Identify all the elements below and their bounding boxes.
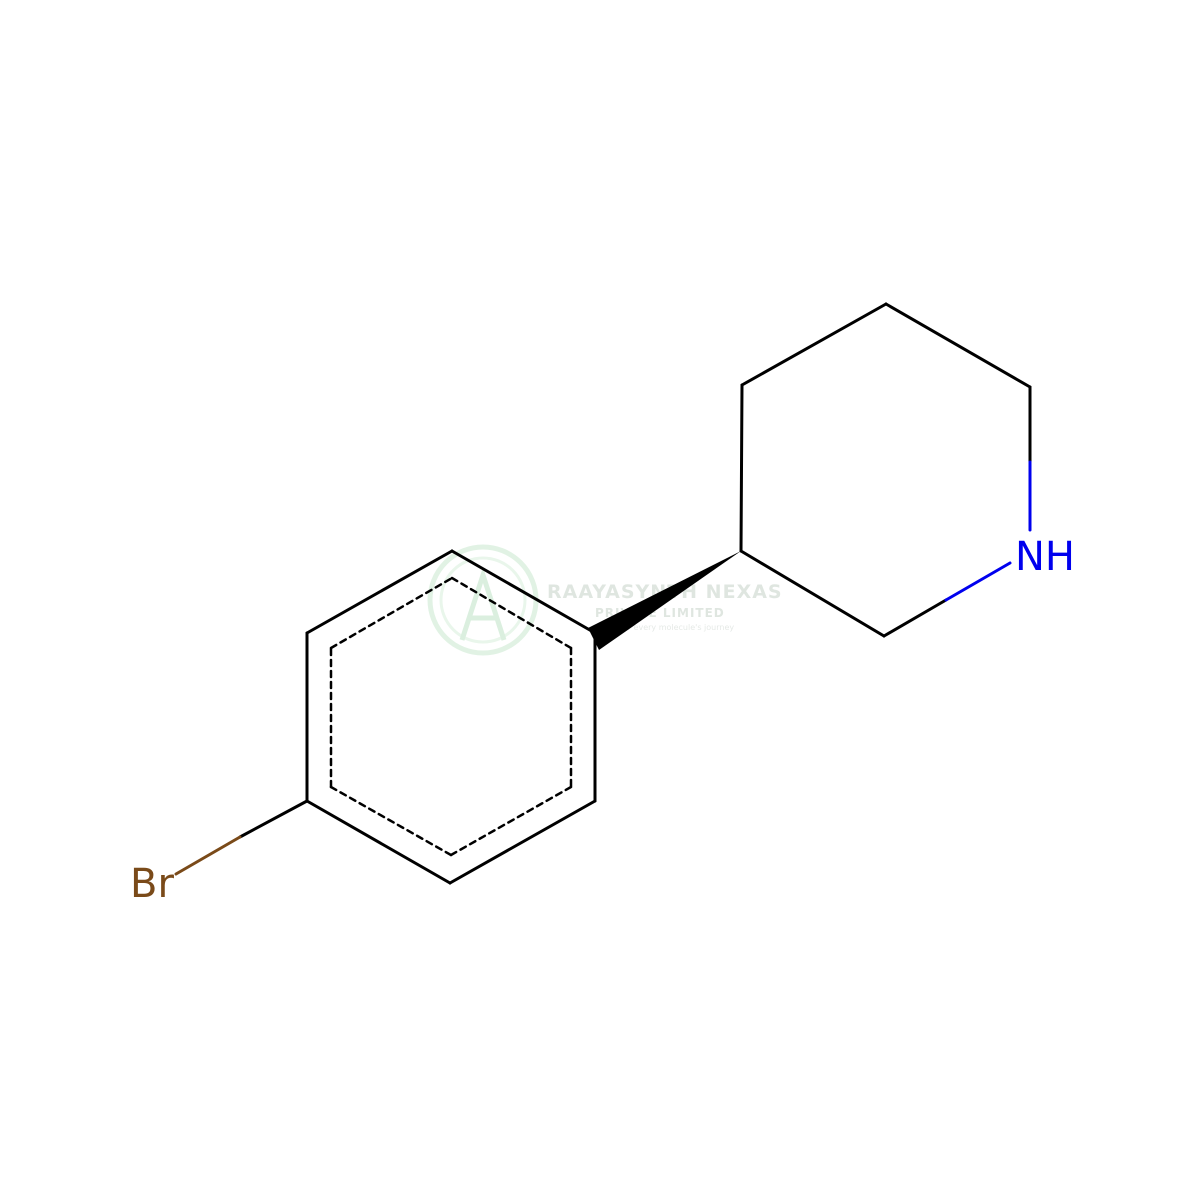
aromatic-bond <box>450 576 573 650</box>
watermark-logo-mark <box>459 566 507 641</box>
c-br-bond <box>174 835 242 876</box>
watermark-logo-inner-ring <box>439 556 527 644</box>
ring-bond <box>305 549 454 635</box>
stereo-wedge-bond <box>588 551 741 650</box>
ring-bond <box>305 799 452 885</box>
bonds <box>238 302 1032 885</box>
bromine-label: Br <box>130 861 174 907</box>
piperidine-bond <box>739 383 744 553</box>
piperidine-bond <box>740 302 888 387</box>
piperidine-bond <box>884 302 1032 389</box>
watermark-tagline: for every molecule's journey <box>620 623 734 632</box>
aromatic-bond <box>329 785 453 857</box>
c-n-bond <box>944 561 1012 602</box>
aromatic-bond <box>329 576 454 650</box>
ring-bond <box>448 799 597 885</box>
piperidine-bond <box>739 549 886 638</box>
aromatic-inner-ring <box>329 576 573 857</box>
ring-bond <box>450 549 597 635</box>
nitrogen-label: NH <box>1015 534 1075 580</box>
c-br-bond <box>238 799 309 839</box>
piperidine-bond <box>882 598 948 638</box>
aromatic-bond <box>449 785 573 857</box>
